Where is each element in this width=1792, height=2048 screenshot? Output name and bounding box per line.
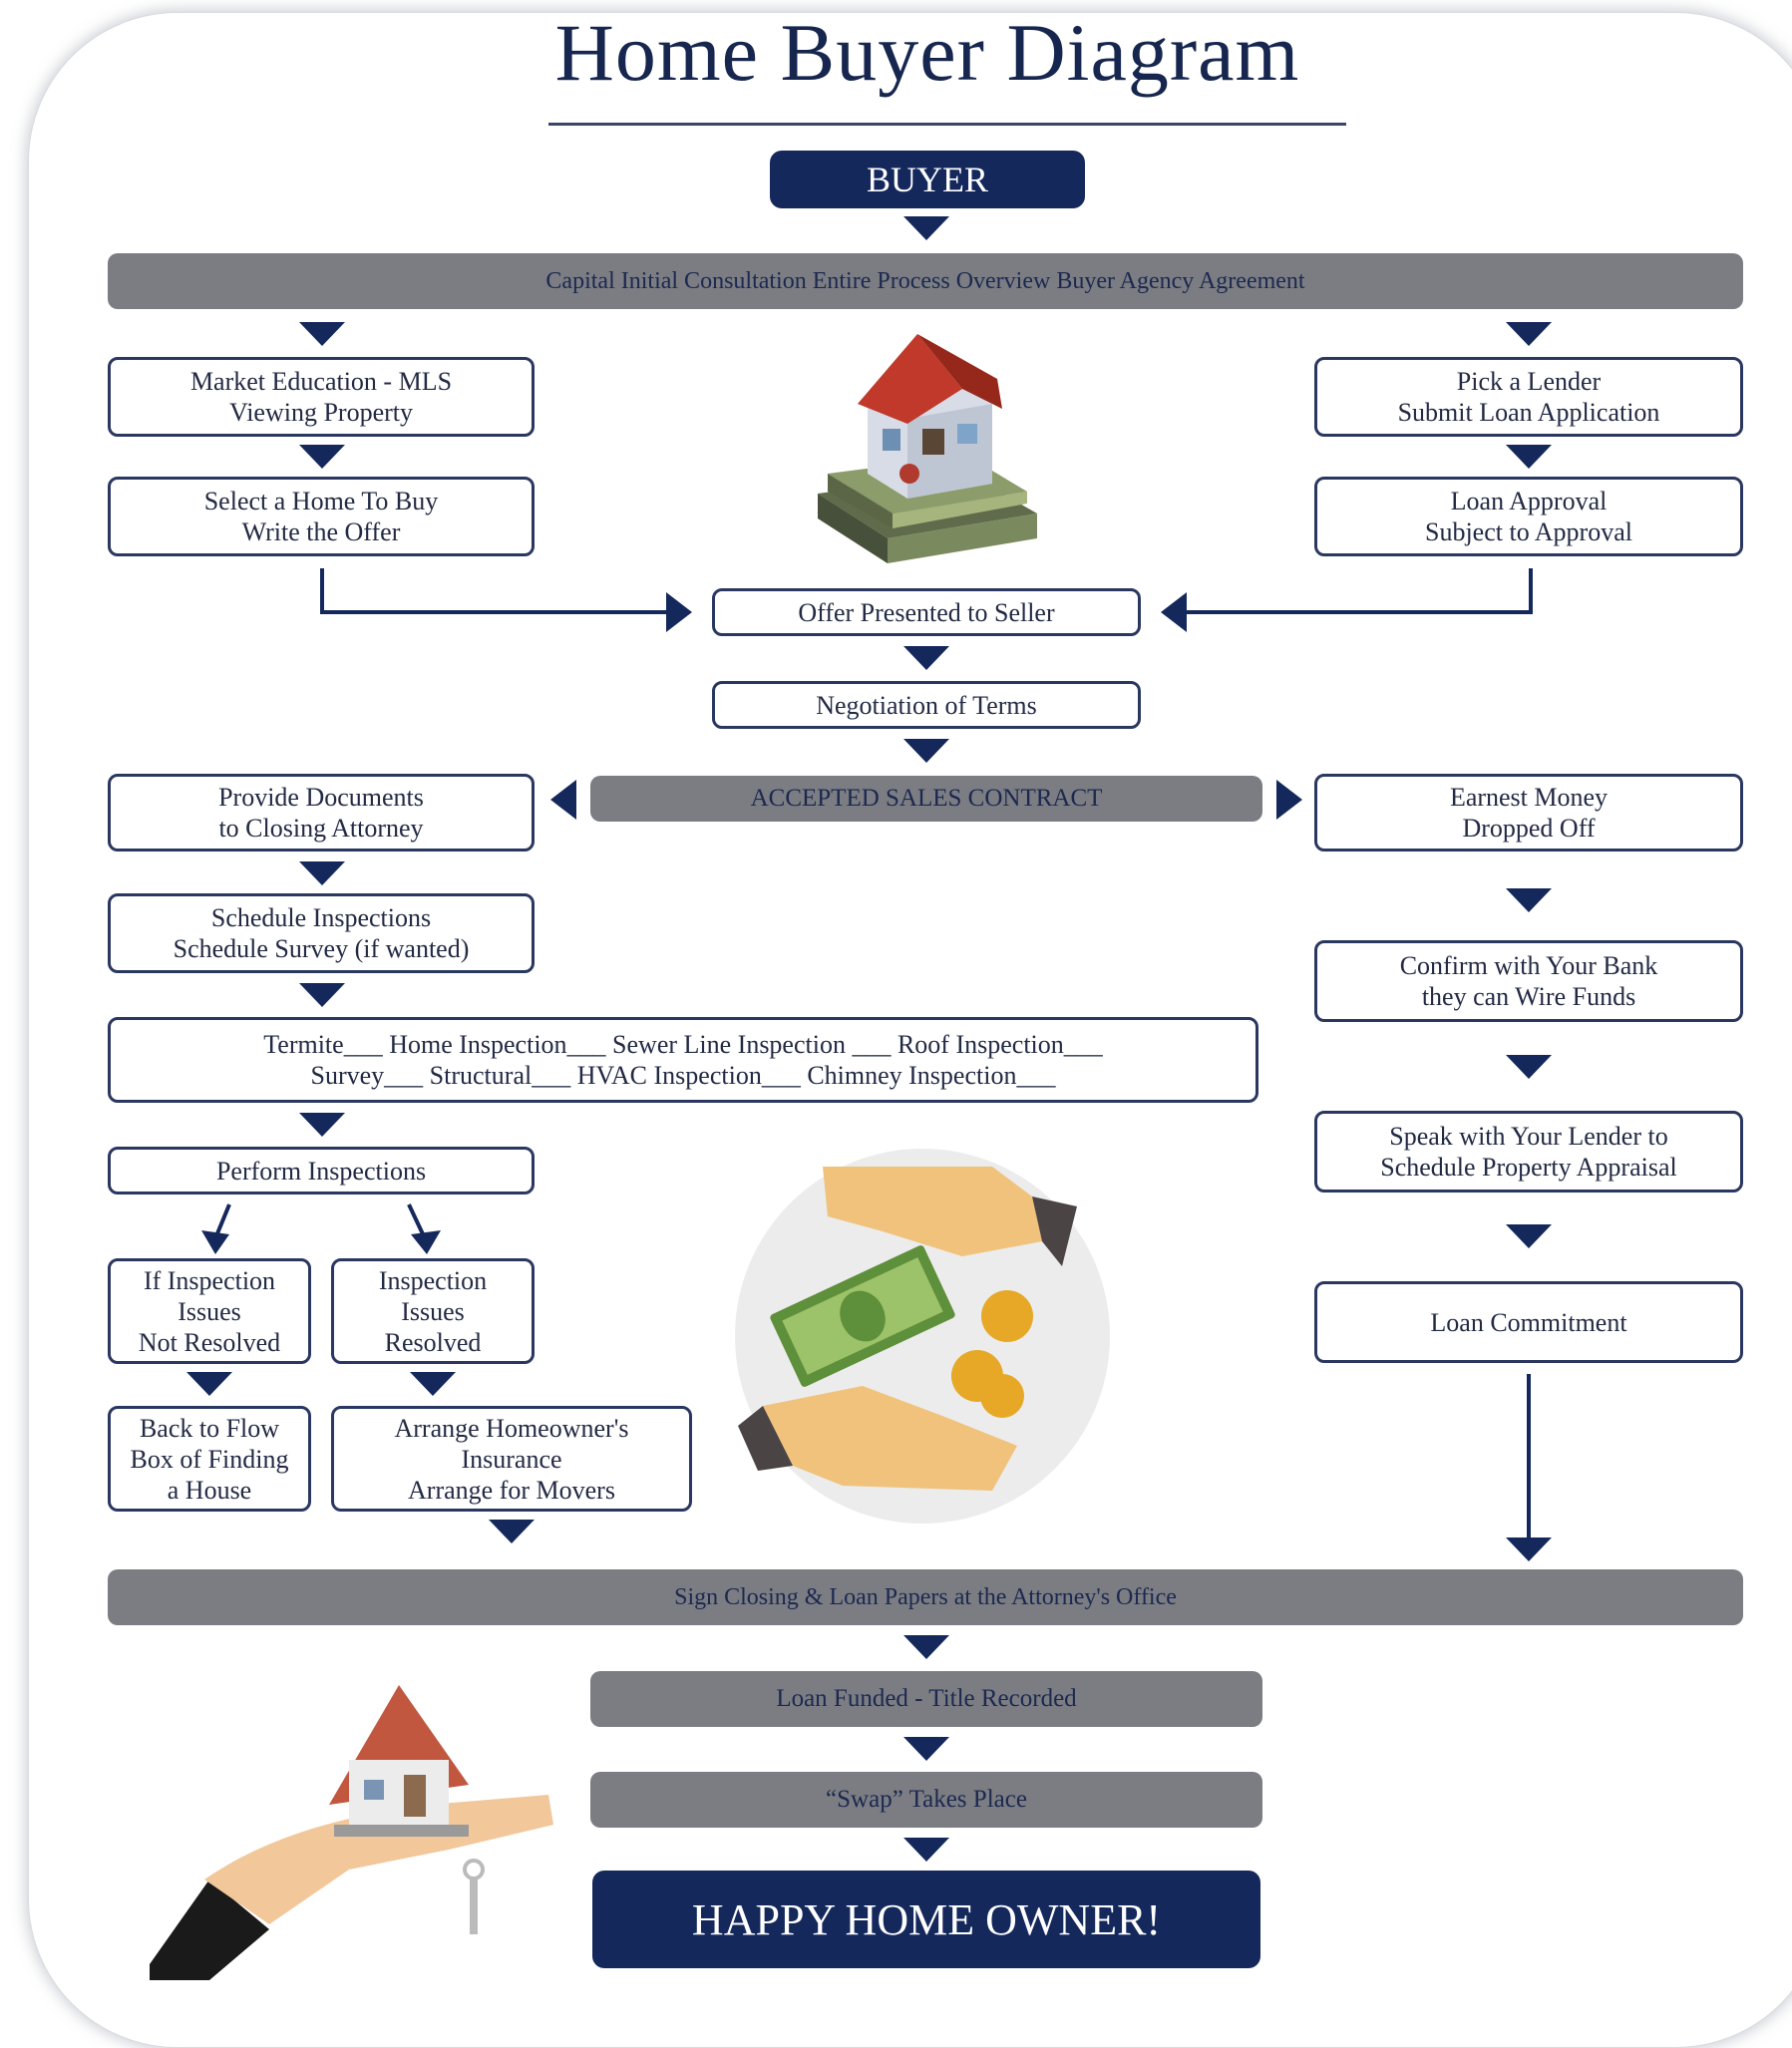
arrow-buyer-down <box>903 216 949 240</box>
arrow-accepted-left <box>550 780 576 820</box>
property-appraisal-line2: Schedule Property Appraisal <box>1380 1153 1677 1182</box>
connector-commitment-down <box>1527 1374 1531 1543</box>
negotiation-box: Negotiation of Terms <box>712 681 1141 729</box>
house-on-money-image <box>818 334 1037 563</box>
loan-approval-box: Loan Approval Subject to Approval <box>1314 477 1743 556</box>
offer-presented-box: Offer Presented to Seller <box>712 588 1141 636</box>
arrow-appraisal-down <box>1506 1224 1552 1248</box>
provide-documents-line2: to Closing Attorney <box>218 814 424 843</box>
market-education-box: Market Education - MLS Viewing Property <box>108 357 535 437</box>
connector-right-horizontal <box>1187 610 1533 614</box>
confirm-bank-line1: Confirm with Your Bank <box>1399 951 1658 980</box>
arrow-documents-down <box>299 861 345 885</box>
confirm-bank-line2: they can Wire Funds <box>1421 982 1636 1011</box>
arrange-insurance-line3: Arrange for Movers <box>408 1475 615 1505</box>
schedule-inspections-box: Schedule Inspections Schedule Survey (if… <box>108 893 535 973</box>
pick-lender-line1: Pick a Lender <box>1456 367 1602 396</box>
back-to-flow-box: Back to Flow Box of Finding a House <box>108 1406 311 1512</box>
not-resolved-line1: If Inspection <box>143 1265 276 1295</box>
arrow-accepted-right <box>1276 780 1302 820</box>
inspection-checklist-line2: Survey___ Structural___ HVAC Inspection_… <box>310 1061 1056 1090</box>
arrow-schedule-down <box>299 983 345 1007</box>
loan-commitment-box: Loan Commitment <box>1314 1281 1743 1363</box>
title-underline <box>548 123 1346 126</box>
earnest-money-line2: Dropped Off <box>1462 814 1596 843</box>
arrange-insurance-box: Arrange Homeowner's Insurance Arrange fo… <box>331 1406 692 1512</box>
arrow-into-offer-right <box>1161 592 1187 632</box>
loan-funded-bar: Loan Funded - Title Recorded <box>590 1671 1262 1727</box>
diagonal-arrows <box>201 1203 441 1254</box>
loan-approval-line1: Loan Approval <box>1450 487 1608 515</box>
not-resolved-line2: Issues <box>178 1296 241 1326</box>
money-exchange-image <box>735 1149 1110 1524</box>
arrow-funded-down <box>903 1737 949 1761</box>
select-home-box: Select a Home To Buy Write the Offer <box>108 477 535 556</box>
consultation-bar: Capital Initial Consultation Entire Proc… <box>108 253 1743 309</box>
select-home-line2: Write the Offer <box>241 517 401 546</box>
sign-closing-bar: Sign Closing & Loan Papers at the Attorn… <box>108 1569 1743 1625</box>
happy-home-owner-box: HAPPY HOME OWNER! <box>592 1871 1260 1968</box>
provide-documents-box: Provide Documents to Closing Attorney <box>108 774 535 852</box>
arrow-checklist-down <box>299 1113 345 1137</box>
back-to-flow-line1: Back to Flow <box>139 1413 280 1443</box>
connector-right-vertical <box>1529 568 1533 614</box>
property-appraisal-box: Speak with Your Lender to Schedule Prope… <box>1314 1111 1743 1193</box>
inspection-checklist-line1: Termite___ Home Inspection___ Sewer Line… <box>263 1030 1103 1059</box>
back-to-flow-line3: a House <box>167 1475 252 1505</box>
connector-left-vertical <box>320 568 324 614</box>
resolved-line3: Resolved <box>384 1327 482 1357</box>
provide-documents-line1: Provide Documents <box>218 783 424 812</box>
buyer-box: BUYER <box>770 151 1085 208</box>
arrow-consultation-right <box>1506 322 1552 346</box>
hand-holding-house-image <box>150 1685 553 1980</box>
resolved-line2: Issues <box>401 1296 465 1326</box>
loan-approval-line2: Subject to Approval <box>1425 517 1632 546</box>
back-to-flow-line2: Box of Finding <box>130 1444 289 1474</box>
confirm-bank-box: Confirm with Your Bank they can Wire Fun… <box>1314 940 1743 1022</box>
schedule-inspections-line1: Schedule Inspections <box>210 903 432 932</box>
resolved-line1: Inspection <box>378 1265 488 1295</box>
arrange-insurance-line2: Insurance <box>461 1444 562 1474</box>
not-resolved-box: If Inspection Issues Not Resolved <box>108 1258 311 1364</box>
property-appraisal-line1: Speak with Your Lender to <box>1389 1122 1668 1151</box>
arrow-swap-down <box>903 1838 949 1862</box>
arrow-commitment-down <box>1506 1537 1552 1561</box>
arrow-arrange-down <box>489 1520 535 1543</box>
arrow-not-resolved-down <box>186 1372 232 1396</box>
arrow-confirm-down <box>1506 1055 1552 1079</box>
inspection-checklist-box: Termite___ Home Inspection___ Sewer Line… <box>108 1017 1258 1103</box>
swap-bar: “Swap” Takes Place <box>590 1772 1262 1828</box>
schedule-inspections-line2: Schedule Survey (if wanted) <box>173 934 470 963</box>
arrow-market-down <box>299 445 345 469</box>
market-education-line2: Viewing Property <box>228 398 414 427</box>
accepted-contract-bar: ACCEPTED SALES CONTRACT <box>590 776 1262 822</box>
perform-inspections-box: Perform Inspections <box>108 1147 535 1195</box>
arrange-insurance-line1: Arrange Homeowner's <box>394 1413 629 1443</box>
market-education-line1: Market Education - MLS <box>189 367 453 396</box>
resolved-box: Inspection Issues Resolved <box>331 1258 535 1364</box>
page-title: Home Buyer Diagram <box>554 7 1300 98</box>
select-home-line1: Select a Home To Buy <box>203 487 439 515</box>
connector-left-horizontal <box>320 610 669 614</box>
arrow-lender-down <box>1506 445 1552 469</box>
pick-lender-line2: Submit Loan Application <box>1397 398 1660 427</box>
not-resolved-line3: Not Resolved <box>138 1327 281 1357</box>
pick-lender-box: Pick a Lender Submit Loan Application <box>1314 357 1743 437</box>
arrow-earnest-down <box>1506 888 1552 912</box>
arrow-resolved-down <box>410 1372 456 1396</box>
arrow-offer-down <box>903 646 949 670</box>
arrow-into-offer-left <box>666 592 692 632</box>
arrow-negotiation-down <box>903 739 949 763</box>
earnest-money-line1: Earnest Money <box>1449 783 1609 812</box>
arrow-sign-down <box>903 1635 949 1659</box>
earnest-money-box: Earnest Money Dropped Off <box>1314 774 1743 852</box>
arrow-consultation-left <box>299 322 345 346</box>
